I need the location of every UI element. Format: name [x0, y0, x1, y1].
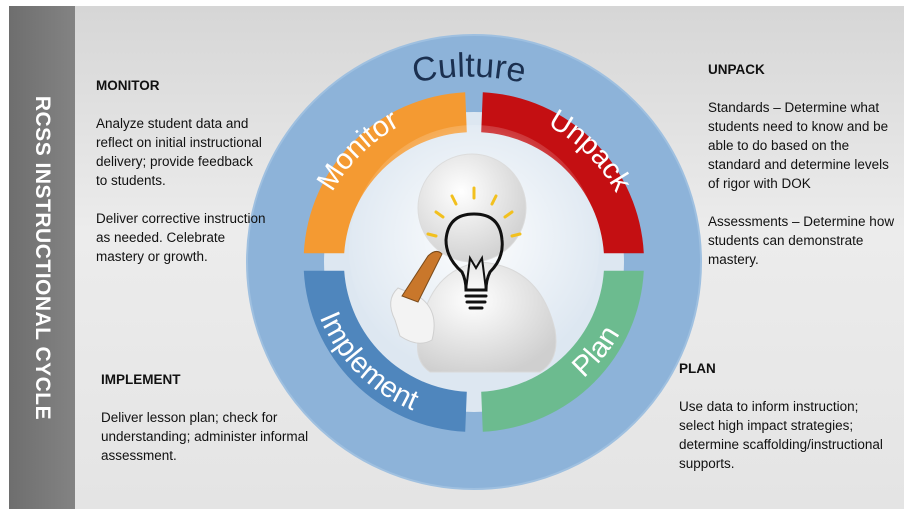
unpack-panel: UNPACK Standards – Determine what studen… [708, 60, 898, 269]
unpack-segment [481, 92, 644, 254]
lightbulb-rays-icon [426, 186, 522, 238]
plan-text-1: Use data to inform instruction; select h… [679, 399, 883, 471]
monitor-segment [303, 92, 467, 254]
monitor-text-1: Analyze student data and reflect on init… [96, 116, 262, 188]
plan-panel: PLAN Use data to inform instruction; sel… [679, 359, 894, 473]
implement-text-1: Deliver lesson plan; check for understan… [101, 410, 309, 463]
implement-segment [303, 270, 467, 432]
lightbulb-icon [444, 212, 504, 310]
implement-heading: IMPLEMENT [101, 372, 181, 387]
plan-heading: PLAN [679, 361, 716, 376]
culture-label: Culture [409, 47, 529, 91]
sidebar: RCSS INSTRUCTIONAL CYCLE [9, 6, 75, 509]
unpack-text-2: Assessments – Determine how students can… [708, 214, 895, 267]
unpack-text-1: Standards – Determine what students need… [708, 100, 889, 191]
monitor-heading: MONITOR [96, 78, 160, 93]
marker-icon [401, 250, 443, 303]
unpack-heading: UNPACK [708, 62, 765, 77]
monitor-text-2: Deliver corrective instruction as needed… [96, 211, 266, 264]
monitor-panel: MONITOR Analyze student data and reflect… [96, 76, 266, 266]
thinking-figure [390, 153, 557, 373]
plan-segment [481, 270, 644, 432]
implement-panel: IMPLEMENT Deliver lesson plan; check for… [101, 370, 316, 465]
